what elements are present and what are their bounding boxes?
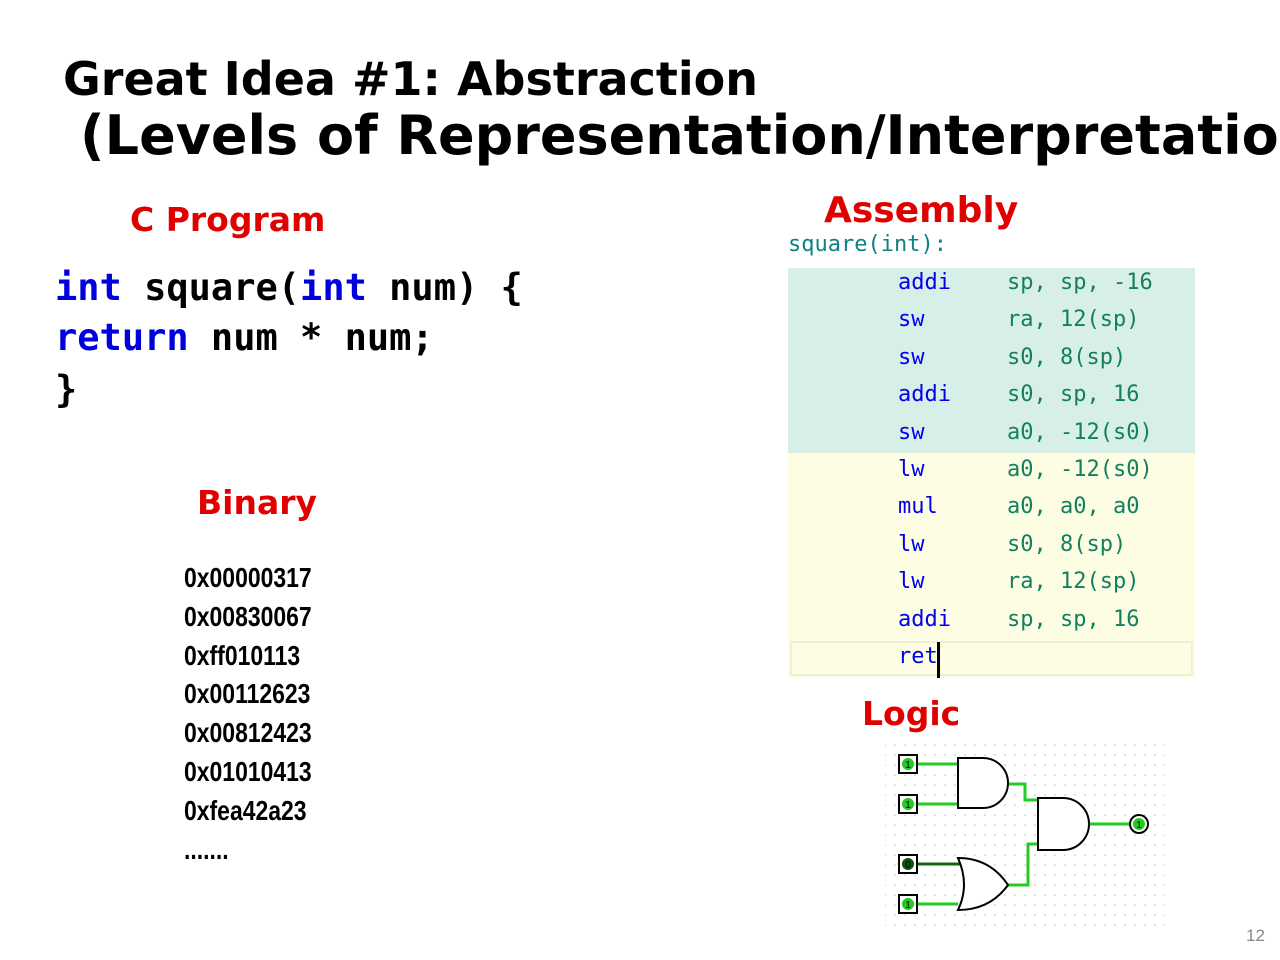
svg-text:1: 1 [905, 900, 911, 911]
asm-operands: s0, sp, 16 [1007, 382, 1140, 408]
c-code-line3: } [55, 368, 78, 411]
input-pin[interactable]: 1 [898, 894, 918, 914]
c-program-label: C Program [130, 200, 326, 239]
binary-word: 0x01010413 [184, 756, 312, 787]
asm-mnemonic: mul [898, 494, 938, 520]
or-gate [956, 856, 1010, 912]
asm-operands: ra, 12(sp) [1007, 569, 1140, 595]
c-code-line2: return num * num; [55, 316, 434, 359]
asm-mnemonic: sw [898, 419, 925, 445]
c-code-line1: int square(int num) { [55, 266, 523, 309]
asm-mnemonic: sw [898, 344, 925, 370]
output-value: 1 [1136, 820, 1142, 831]
asm-operands: a0, -12(s0) [1007, 457, 1153, 482]
asm-function-header: square(int): [788, 232, 947, 257]
asm-operands: sp, sp, 16 [1007, 606, 1140, 632]
asm-operands: ra, 12(sp) [1007, 307, 1140, 333]
asm-mnemonic: lw [898, 569, 925, 595]
svg-text:0: 0 [905, 860, 911, 871]
title-line2: (Levels of Representation/Interpretation… [80, 104, 1280, 167]
asm-mnemonic: addi [898, 606, 951, 632]
binary-word: ....... [184, 833, 229, 865]
asm-operands: sp, sp, -16 [1007, 270, 1153, 295]
asm-operands: s0, 8(sp) [1007, 344, 1127, 370]
title-line1: Great Idea #1: Abstraction [63, 52, 758, 106]
and-gate-2 [1037, 797, 1090, 851]
logic-label: Logic [862, 694, 961, 733]
and-gate-1 [957, 757, 1009, 809]
binary-label: Binary [197, 483, 318, 522]
asm-mnemonic: sw [898, 307, 925, 333]
asm-operands: s0, 8(sp) [1007, 531, 1127, 557]
binary-word: 0x00000317 [184, 562, 312, 593]
input-pin[interactable]: 1 [898, 754, 918, 774]
binary-word: 0xff010113 [184, 639, 301, 671]
logic-circuit: 1 1 0 1 1 [885, 740, 1165, 928]
binary-word: 0x00812423 [184, 717, 312, 749]
asm-mnemonic: ret [898, 644, 938, 669]
input-pin[interactable]: 0 [898, 854, 918, 874]
svg-text:1: 1 [905, 760, 911, 771]
assembly-label: Assembly [824, 190, 1019, 231]
asm-operands: a0, a0, a0 [1007, 494, 1140, 520]
svg-text:1: 1 [905, 800, 911, 811]
asm-current-line [790, 641, 1193, 676]
binary-word: 0x00830067 [184, 600, 312, 632]
page-number: 12 [1246, 926, 1265, 945]
binary-word: 0x00112623 [184, 678, 311, 710]
asm-highlight-prologue [788, 268, 1195, 453]
text-cursor [937, 642, 940, 678]
asm-mnemonic: lw [898, 531, 925, 557]
asm-operands: a0, -12(s0) [1007, 419, 1153, 445]
input-pin[interactable]: 1 [898, 794, 918, 814]
binary-word: 0xfea42a23 [184, 794, 307, 826]
asm-mnemonic: addi [898, 382, 951, 408]
asm-body-background [788, 453, 1195, 678]
asm-mnemonic: lw [898, 457, 925, 482]
asm-mnemonic: addi [898, 270, 951, 295]
